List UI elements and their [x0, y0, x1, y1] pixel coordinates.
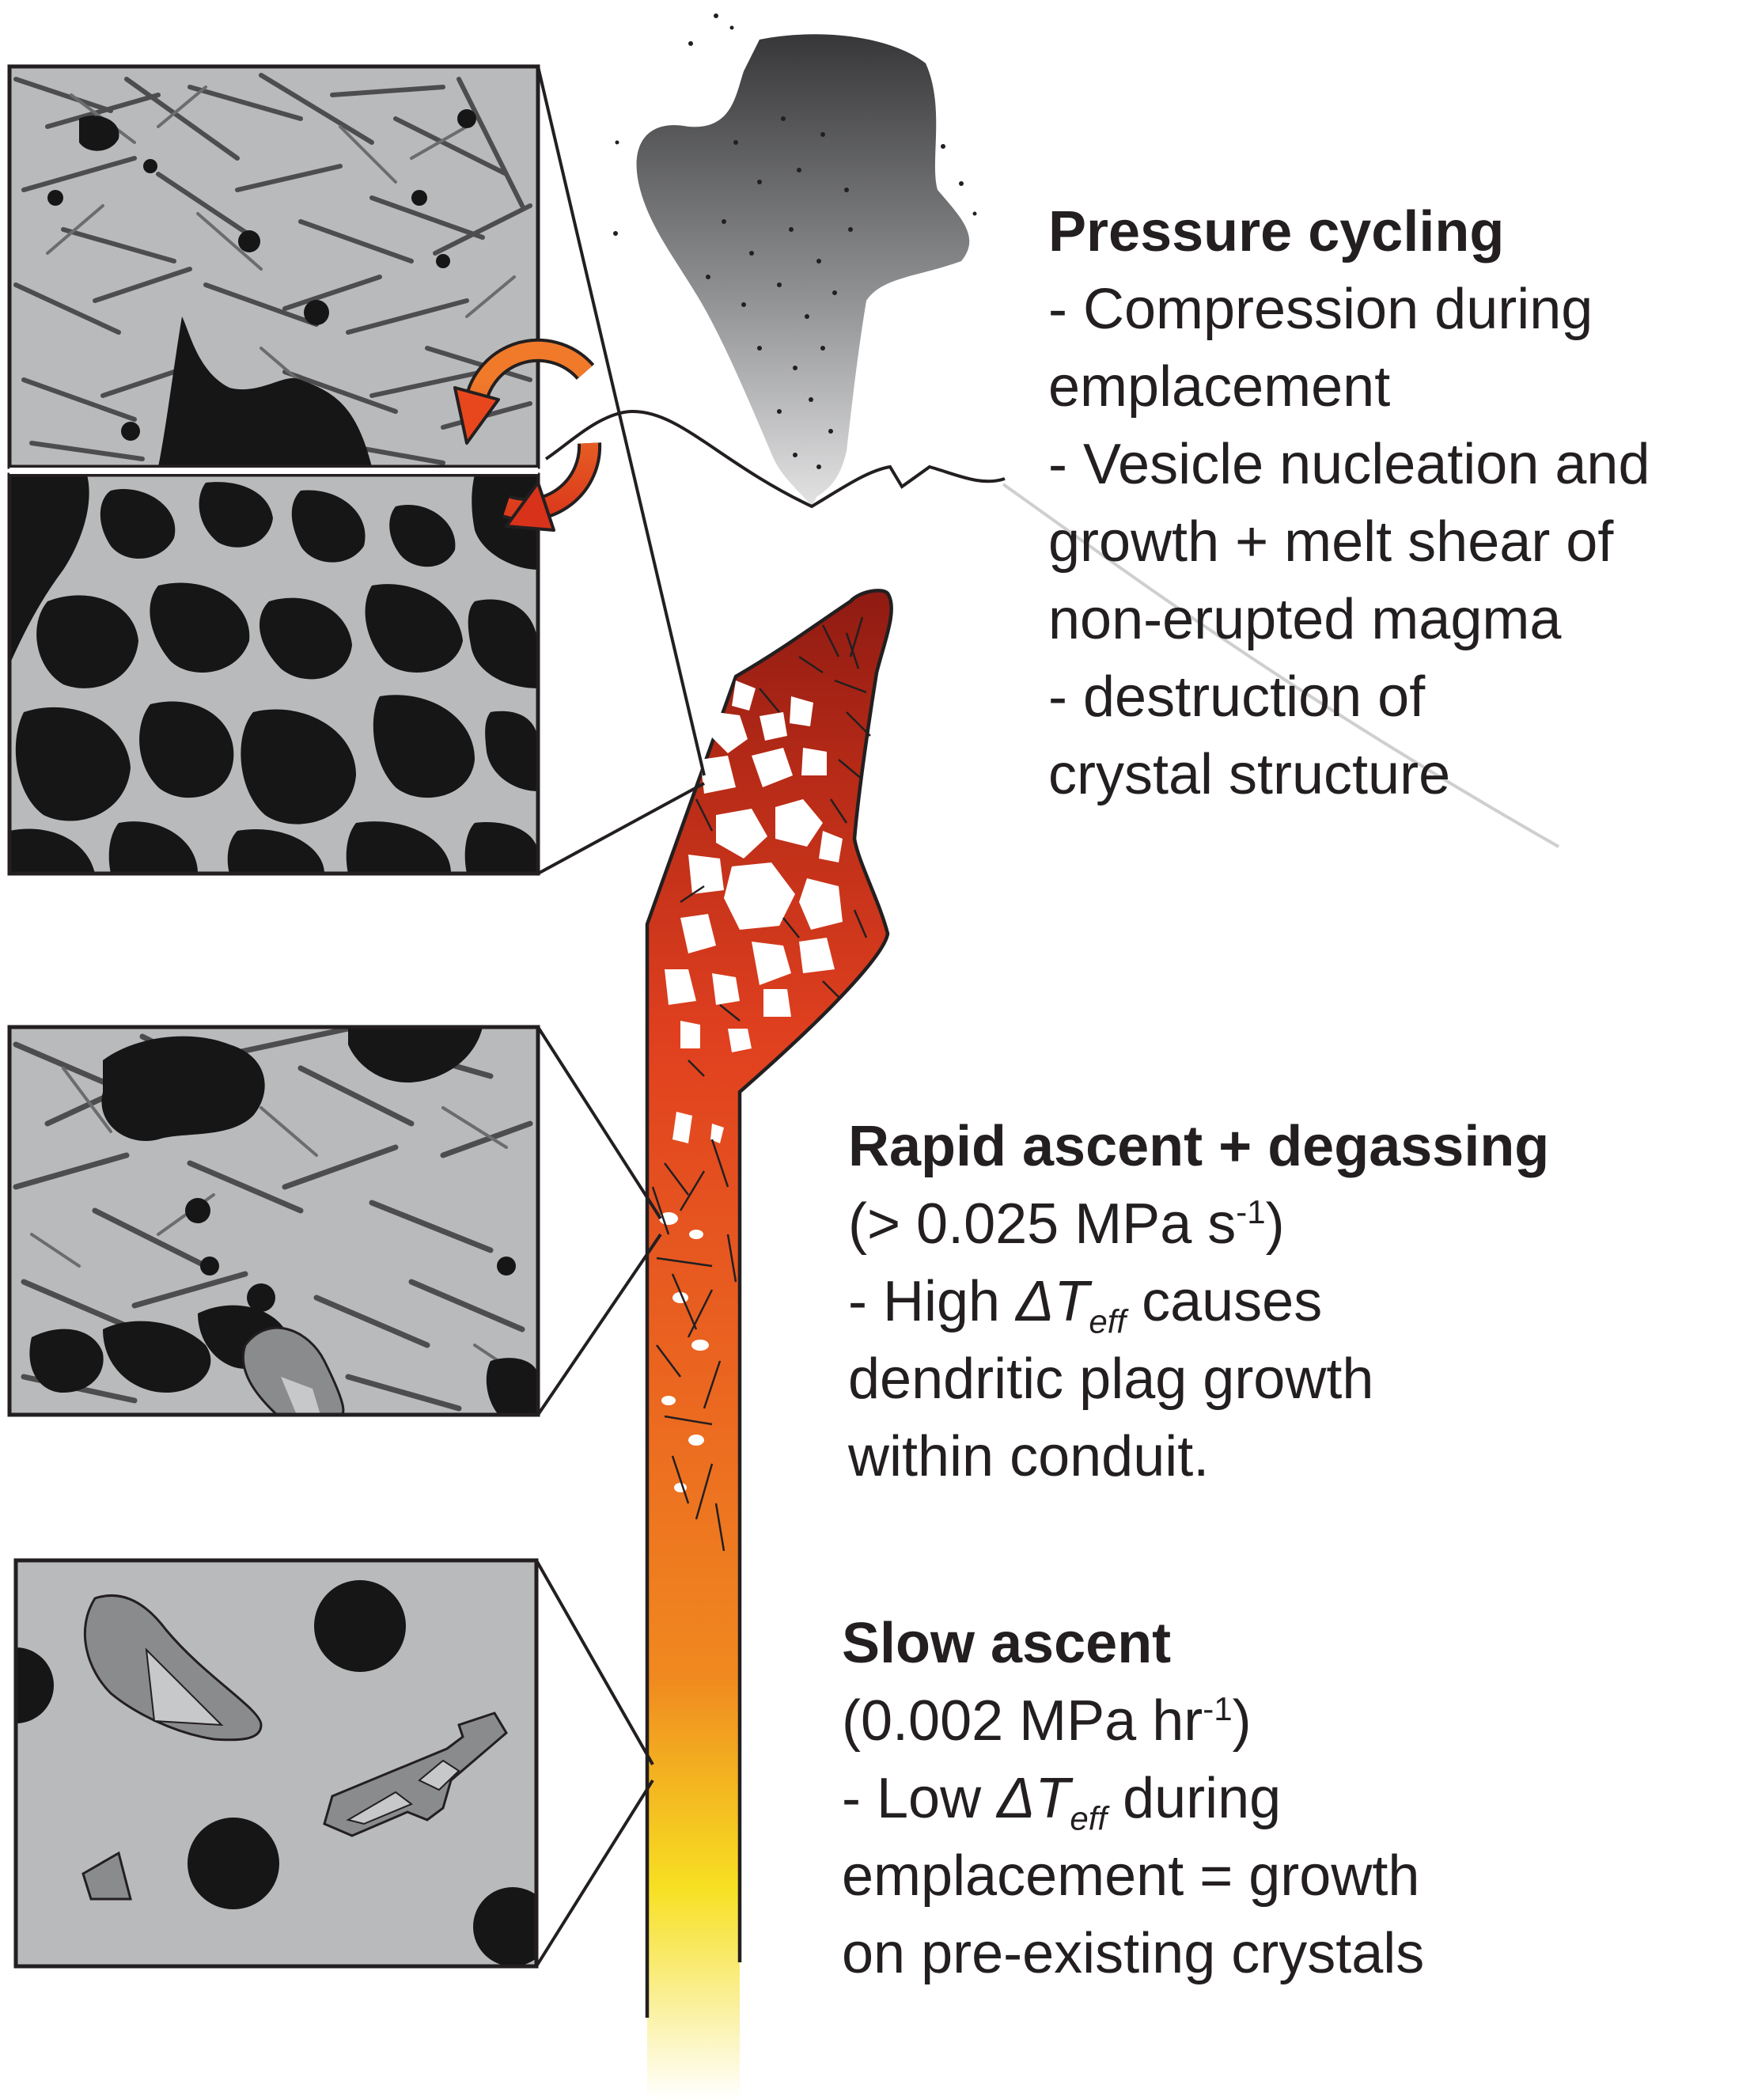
rapid-rate-value: (> 0.025 MPa s: [848, 1192, 1237, 1256]
slow-ascent-annotation: Slow ascent (0.002 MPa hr-1) - Low ΔTeff…: [842, 1605, 1424, 1992]
dome-outline-trace: [1002, 483, 1559, 848]
slow-line-1-post: during: [1107, 1767, 1282, 1830]
callout-lines: [535, 66, 706, 1968]
pressure-line-3: - Vesicle nucleation and: [1048, 433, 1650, 496]
rapid-line-3: within conduit.: [848, 1425, 1210, 1488]
rapid-delta-t-subscript: eff: [1089, 1302, 1127, 1340]
rapid-rate-close: ): [1265, 1192, 1285, 1256]
rapid-delta-t: ΔT: [1016, 1270, 1089, 1333]
rapid-line-1-pre: - High: [848, 1270, 1017, 1333]
slow-line-2: emplacement = growth: [842, 1844, 1420, 1908]
pressure-line-7: crystal structure: [1048, 743, 1451, 806]
eruption-plume: [613, 13, 977, 506]
ground-surface: [544, 409, 1006, 509]
rapid-line-2: dendritic plag growth: [848, 1348, 1374, 1411]
slow-ascent-rate: (0.002 MPa hr-1): [842, 1682, 1424, 1760]
rapid-ascent-heading: Rapid ascent + degassing: [848, 1115, 1550, 1178]
pressure-line-1: - Compression during: [1048, 278, 1593, 341]
pressure-cycling-heading: Pressure cycling: [1048, 200, 1505, 263]
texture-panel-vesicular: [7, 472, 540, 876]
rapid-rate-exponent: -1: [1236, 1193, 1266, 1230]
slow-rate-exponent: -1: [1203, 1690, 1233, 1727]
slow-delta-t: ΔT: [997, 1767, 1070, 1830]
slow-rate-close: ): [1232, 1689, 1252, 1753]
magma-conduit: [645, 589, 893, 2100]
slow-line-1-pre: - Low: [842, 1767, 998, 1830]
pressure-line-4: growth + melt shear of: [1048, 510, 1614, 574]
rapid-ascent-annotation: Rapid ascent + degassing (> 0.025 MPa s-…: [848, 1108, 1549, 1495]
slow-ascent-heading: Slow ascent: [842, 1612, 1172, 1675]
pressure-line-5: non-erupted magma: [1048, 588, 1562, 651]
pressure-line-2: emplacement: [1048, 355, 1391, 419]
texture-panel-dendritic: [7, 1025, 540, 1417]
slow-line-1: - Low ΔTeff during: [842, 1760, 1424, 1837]
slow-line-3: on pre-existing crystals: [842, 1922, 1425, 1985]
rapid-ascent-rate: (> 0.025 MPa s-1): [848, 1185, 1549, 1263]
texture-panel-microlite: [7, 64, 540, 469]
slow-delta-t-subscript: eff: [1070, 1799, 1108, 1837]
rapid-line-1: - High ΔTeff causes: [848, 1263, 1549, 1340]
texture-panel-slow-ascent: [13, 1558, 539, 1969]
rapid-line-1-post: causes: [1126, 1270, 1323, 1333]
slow-rate-value: (0.002 MPa hr: [842, 1689, 1203, 1753]
circular-arrows-icon: [453, 338, 602, 532]
pressure-line-6: - destruction of: [1048, 665, 1426, 729]
pressure-cycling-annotation: Pressure cycling - Compression during em…: [1048, 193, 1650, 813]
